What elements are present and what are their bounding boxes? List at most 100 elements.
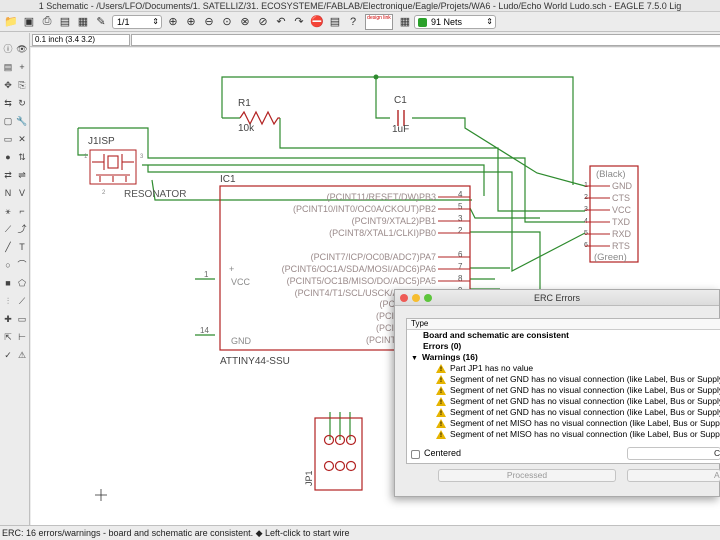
help-icon[interactable]: ?	[349, 15, 357, 28]
text-icon[interactable]: T	[19, 242, 25, 252]
polygon-icon[interactable]: ⬠	[18, 278, 26, 288]
list-item[interactable]: Segment of net MISO has no visual connec…	[407, 418, 720, 431]
list-item[interactable]: ▼Warnings (16)	[407, 352, 720, 363]
rect-icon[interactable]: ■	[5, 278, 11, 288]
list-item[interactable]: Segment of net GND has no visual connect…	[407, 407, 720, 420]
coordinate-display: 0.1 inch (3.4 3.2)	[32, 34, 130, 46]
ftdi-pin-labels: GND1CTS2VCC3TXD4RXD5RTS6	[584, 181, 633, 251]
go-icon[interactable]: ▤	[329, 16, 341, 28]
junction-icon[interactable]: ✚	[4, 314, 12, 324]
ic1-vcc-plus: +	[229, 264, 234, 274]
list-item[interactable]: Part JP1 has no value	[407, 363, 720, 376]
list-item[interactable]: Board and schematic are consistent	[423, 330, 569, 340]
warnings-label: Warnings (16)	[421, 352, 478, 362]
invoke-icon[interactable]: ⤴	[17, 224, 27, 234]
copy-icon[interactable]: ⎘	[18, 80, 26, 90]
r1-value: 10k	[238, 123, 255, 134]
script-icon[interactable]: ✎	[96, 16, 106, 28]
approve-button[interactable]: Ap	[627, 469, 720, 482]
net-class-select[interactable]: 91 Nets	[414, 14, 496, 29]
pinswap-icon[interactable]: ⇅	[18, 152, 26, 162]
zoom-out-icon[interactable]: ⊖	[204, 16, 214, 28]
zoom-select-icon[interactable]: ⊗	[240, 16, 250, 28]
close-button[interactable]: Cl	[627, 447, 720, 460]
ic1-pin-label: (PCINT9/XTAL2)PB1	[352, 216, 436, 226]
arc-icon[interactable]: ⌒	[17, 260, 27, 270]
group-icon[interactable]: ▢	[3, 116, 13, 126]
cam-icon[interactable]: ▤	[59, 16, 71, 28]
processed-button[interactable]: Processed	[438, 469, 616, 482]
sheet-select[interactable]: 1/1	[112, 14, 162, 29]
undo-icon[interactable]: ↶	[276, 16, 286, 28]
net-icon[interactable]: ⟋	[18, 296, 26, 306]
name-icon[interactable]: N	[4, 188, 12, 198]
warning-icon	[436, 397, 446, 409]
warning-icon	[436, 430, 446, 442]
rotate-icon[interactable]: ↻	[18, 98, 26, 108]
miter-icon[interactable]: ⌐	[19, 206, 25, 216]
add-icon[interactable]: ●	[5, 152, 11, 162]
list-item[interactable]: Segment of net GND has no visual connect…	[407, 385, 720, 398]
smash-icon[interactable]: ⚹	[5, 206, 11, 216]
resonator-outline	[89, 149, 137, 185]
list-item[interactable]: Segment of net MISO has no visual connec…	[407, 429, 720, 442]
list-item[interactable]: Errors (0)	[423, 341, 462, 351]
ic1-pin-label: (PCINT11/RESET/DW)PB3	[327, 192, 436, 202]
ftdi-pin-label: VCC	[612, 205, 632, 215]
grid-icon[interactable]: ▦	[399, 16, 411, 28]
list-item[interactable]: Segment of net GND has no visual connect…	[407, 374, 720, 387]
r1-symbol	[239, 110, 280, 126]
zoom-fit-icon[interactable]: ⊕	[168, 16, 178, 28]
left-toolbar: ⓘ 👁 ▤ + ✥ ⎘ ⇆ ↻ ▢ 🔧 ▭ ✕ ● ⇅ ⇄ ⇌ N V ⚹ ⌐ …	[0, 33, 30, 525]
j1isp-name: J1ISP	[88, 136, 115, 147]
design-link-logo[interactable]: design link	[365, 13, 393, 30]
parameter-bar: 0.1 inch (3.4 3.2)	[30, 33, 720, 47]
mark-icon[interactable]: +	[19, 62, 25, 72]
redo-icon[interactable]: ↷	[294, 16, 304, 28]
save-icon[interactable]: ▣	[23, 16, 35, 28]
wires	[77, 76, 586, 440]
jp1-body	[314, 417, 363, 491]
gateswap-icon[interactable]: ⇌	[18, 170, 26, 180]
list-header-type[interactable]: Type	[407, 319, 720, 330]
label-icon[interactable]: ▭	[17, 314, 27, 324]
bus-icon[interactable]: ⫶	[6, 296, 10, 306]
board-icon[interactable]: ▦	[77, 16, 89, 28]
mirror-icon[interactable]: ⇆	[4, 98, 12, 108]
erc-icon[interactable]: ✓	[4, 350, 12, 360]
zoom-window-icon[interactable]	[424, 294, 432, 302]
eye-icon[interactable]: 👁	[16, 44, 28, 54]
r1-name: R1	[238, 98, 251, 109]
split-icon[interactable]: ⟋	[4, 224, 12, 234]
zoom-last-icon[interactable]: ⊘	[258, 16, 268, 28]
dialog-title: ERC Errors	[533, 293, 580, 303]
replace-icon[interactable]: ⇄	[4, 170, 12, 180]
close-window-icon[interactable]	[400, 294, 408, 302]
circle-icon[interactable]: ○	[5, 260, 11, 270]
zoom-in-icon[interactable]: ⊕	[186, 16, 196, 28]
list-item[interactable]: Segment of net GND has no visual connect…	[407, 396, 720, 409]
display-icon[interactable]: ▤	[3, 62, 13, 72]
paste-icon[interactable]: ▭	[3, 134, 13, 144]
info-icon[interactable]: ⓘ	[3, 44, 13, 54]
open-icon[interactable]: 📁	[4, 16, 18, 28]
main-toolbar: 📁 ▣ ⎙ ▤ ▦ ✎ 1/1 ⊕ ⊕ ⊖ ⊙ ⊗ ⊘ ↶ ↷ ⛔ ▤ ? de…	[0, 12, 720, 32]
zoom-redraw-icon[interactable]: ⊙	[222, 16, 232, 28]
value-icon[interactable]: V	[18, 188, 25, 198]
errors-icon[interactable]: ⚠	[17, 350, 27, 360]
command-input[interactable]	[131, 34, 720, 46]
chevron-down-icon[interactable]: ▼	[411, 355, 418, 362]
delete-icon[interactable]: ✕	[18, 134, 26, 144]
ftdi-bottom-label: (Green)	[594, 252, 627, 263]
move-icon[interactable]: ✥	[4, 80, 12, 90]
print-icon[interactable]: ⎙	[42, 15, 52, 27]
ic1-pin-number: 3	[458, 214, 463, 223]
centered-checkbox[interactable]	[411, 450, 420, 459]
change-icon[interactable]: 🔧	[16, 116, 28, 126]
dimension-icon[interactable]: ⊢	[18, 332, 26, 342]
attribute-icon[interactable]: ⇱	[4, 332, 12, 342]
minimize-window-icon[interactable]	[412, 294, 420, 302]
erc-message-list[interactable]: Type Board and schematic are consistent …	[406, 318, 720, 464]
wire-icon[interactable]: ╱	[5, 242, 11, 252]
stop-icon[interactable]: ⛔	[310, 16, 324, 28]
